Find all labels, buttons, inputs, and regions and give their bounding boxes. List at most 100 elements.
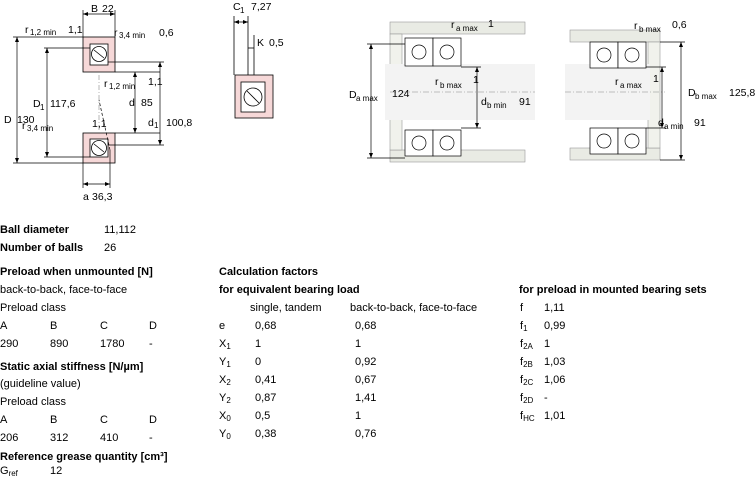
dim-r34-mid-sub: 3,4 min bbox=[27, 124, 53, 133]
mounted-factor-value: - bbox=[544, 392, 548, 404]
mounted-heading: for preload in mounted bearing sets bbox=[519, 284, 707, 296]
calc-factor-btb-value: 1,41 bbox=[355, 392, 377, 404]
dim-r34-mid-value: 1,1 bbox=[92, 118, 107, 130]
preload-value-a: 290 bbox=[0, 338, 19, 350]
preload-heading: Preload when unmounted [N] bbox=[0, 266, 153, 278]
calc-factor-name: e bbox=[219, 320, 226, 332]
calc-factor-single-value: 0 bbox=[255, 356, 262, 368]
stiffness-class-d: D bbox=[149, 414, 157, 426]
dim-C1-value: 7,27 bbox=[251, 1, 272, 13]
left-Damax-label: D bbox=[349, 89, 357, 101]
preload-arrangement: back-to-back, face-to-face bbox=[0, 284, 128, 296]
calc-factor-single-value: 0,68 bbox=[255, 320, 277, 332]
stiffness-class-b: B bbox=[50, 414, 58, 426]
dim-r12-mid-value: 1,1 bbox=[148, 76, 163, 88]
mounted-factor-value: 1,06 bbox=[544, 374, 566, 386]
mounted-factor-value: 1 bbox=[544, 338, 551, 350]
preload-value-b: 890 bbox=[50, 338, 69, 350]
dim-d-label: d bbox=[129, 97, 135, 109]
dim-D-label: D bbox=[4, 114, 12, 126]
dim-d1-value: 100,8 bbox=[166, 117, 192, 129]
preload-class-b: B bbox=[50, 320, 58, 332]
calc-col-back-to-back: back-to-back, face-to-face bbox=[350, 302, 478, 314]
calc-factor-btb-value: 0,68 bbox=[355, 320, 377, 332]
calc-factor-btb-value: 1 bbox=[355, 410, 362, 422]
dim-r12-top-label: r bbox=[25, 24, 29, 36]
dim-r34-mid-label: r bbox=[22, 120, 26, 132]
right-damin-sub: a min bbox=[664, 122, 684, 131]
calc-factor-name: Y2 bbox=[219, 392, 231, 405]
left-Damax-value: 124 bbox=[392, 88, 410, 100]
dim-r12-top-sub: 1,2 min bbox=[30, 28, 56, 37]
calc-factor-btb-value: 0,67 bbox=[355, 374, 377, 386]
calc-factor-btb-value: 0,76 bbox=[355, 428, 377, 440]
dim-K-value: 0,5 bbox=[269, 37, 284, 49]
calc-factor-single-value: 0,38 bbox=[255, 428, 277, 440]
calc-factor-name: Y1 bbox=[219, 356, 231, 369]
grease-heading: Reference grease quantity [cm³] bbox=[0, 451, 168, 463]
calc-factor-single-value: 0,87 bbox=[255, 392, 277, 404]
stiffness-class-c: C bbox=[100, 414, 108, 426]
mounted-factor-name: f2C bbox=[520, 374, 534, 387]
calc-heading: Calculation factors bbox=[219, 266, 319, 278]
left-ramax-value: 1 bbox=[488, 18, 494, 30]
grease-value: 12 bbox=[50, 465, 63, 477]
calc-factor-name: Y0 bbox=[219, 428, 231, 441]
calc-factor-name: X0 bbox=[219, 410, 231, 423]
dim-a-value: 36,3 bbox=[92, 191, 113, 203]
calc-subheading: for equivalent bearing load bbox=[219, 284, 360, 296]
left-rbmax-label: r bbox=[435, 76, 439, 88]
dim-a-label: a bbox=[83, 191, 89, 203]
preload-class-d: D bbox=[149, 320, 157, 332]
calc-factor-single-value: 0,41 bbox=[255, 374, 277, 386]
dim-r34-top-label: r bbox=[114, 27, 118, 39]
preload-value-d: - bbox=[149, 338, 153, 350]
right-damin-label: d bbox=[658, 117, 664, 129]
left-ramax-label: r bbox=[451, 19, 455, 31]
right-rbmax-value: 0,6 bbox=[672, 19, 687, 31]
dim-B-value: 22 bbox=[102, 3, 114, 15]
stiffness-value-c: 410 bbox=[100, 432, 119, 444]
right-ramax-sub: a max bbox=[620, 81, 642, 90]
right-damin-value: 91 bbox=[694, 117, 706, 129]
preload-value-c: 1780 bbox=[100, 338, 125, 350]
stiffness-value-a: 206 bbox=[0, 432, 19, 444]
dim-d-value: 85 bbox=[141, 97, 153, 109]
mounted-factor-value: 0,99 bbox=[544, 320, 566, 332]
stiffness-note: (guideline value) bbox=[0, 378, 81, 390]
dim-D-value: 130 bbox=[17, 114, 35, 126]
stiffness-value-b: 312 bbox=[50, 432, 69, 444]
right-Dbmax-sub: b max bbox=[695, 92, 717, 101]
ball-diameter-value: 11,112 bbox=[104, 224, 137, 236]
left-rbmax-sub: b max bbox=[440, 81, 462, 90]
calc-col-single: single, tandem bbox=[250, 302, 322, 314]
mounted-factor-value: 1,11 bbox=[544, 302, 565, 314]
right-ramax-label: r bbox=[615, 76, 619, 88]
mounted-factor-value: 1,01 bbox=[544, 410, 566, 422]
left-dbmin-value: 91 bbox=[519, 96, 531, 108]
calc-factor-btb-value: 1 bbox=[355, 338, 362, 350]
number-of-balls-value: 26 bbox=[104, 242, 117, 254]
abutment-drawing-left: r a max 1 r b max 1 D a max 124 d b min … bbox=[349, 18, 535, 163]
right-Dbmax-value: 125,8 bbox=[729, 87, 755, 99]
left-dbmin-sub: b min bbox=[487, 101, 507, 110]
dim-D1-value: 117,6 bbox=[50, 98, 76, 110]
right-rbmax-sub: b max bbox=[639, 25, 661, 34]
dim-r34-top-sub: 3,4 min bbox=[119, 31, 145, 40]
left-rbmax-value: 1 bbox=[473, 74, 479, 86]
left-Damax-sub: a max bbox=[356, 94, 378, 103]
dim-d1-label: d bbox=[148, 117, 154, 129]
dim-d1-sub: 1 bbox=[154, 121, 159, 130]
bearing-cross-section-drawing: B 22 r 1,2 min 1,1 r 3,4 min 0,6 r 1,2 m… bbox=[4, 3, 192, 203]
calc-factor-single-value: 1 bbox=[255, 338, 262, 350]
dim-r12-top-value: 1,1 bbox=[68, 24, 83, 36]
right-Dbmax-label: D bbox=[688, 87, 696, 99]
stiffness-class-a: A bbox=[0, 414, 8, 426]
left-ramax-sub: a max bbox=[456, 24, 478, 33]
right-ramax-value: 1 bbox=[653, 73, 659, 85]
mounted-factor-name: f bbox=[520, 302, 524, 314]
ball-diameter-label: Ball diameter bbox=[0, 224, 70, 236]
right-rbmax-label: r bbox=[634, 20, 638, 32]
mounted-factor-name: f2B bbox=[520, 356, 533, 369]
abutment-drawing-right: r b max 0,6 r a max 1 D b max 125,8 d a … bbox=[565, 19, 755, 161]
